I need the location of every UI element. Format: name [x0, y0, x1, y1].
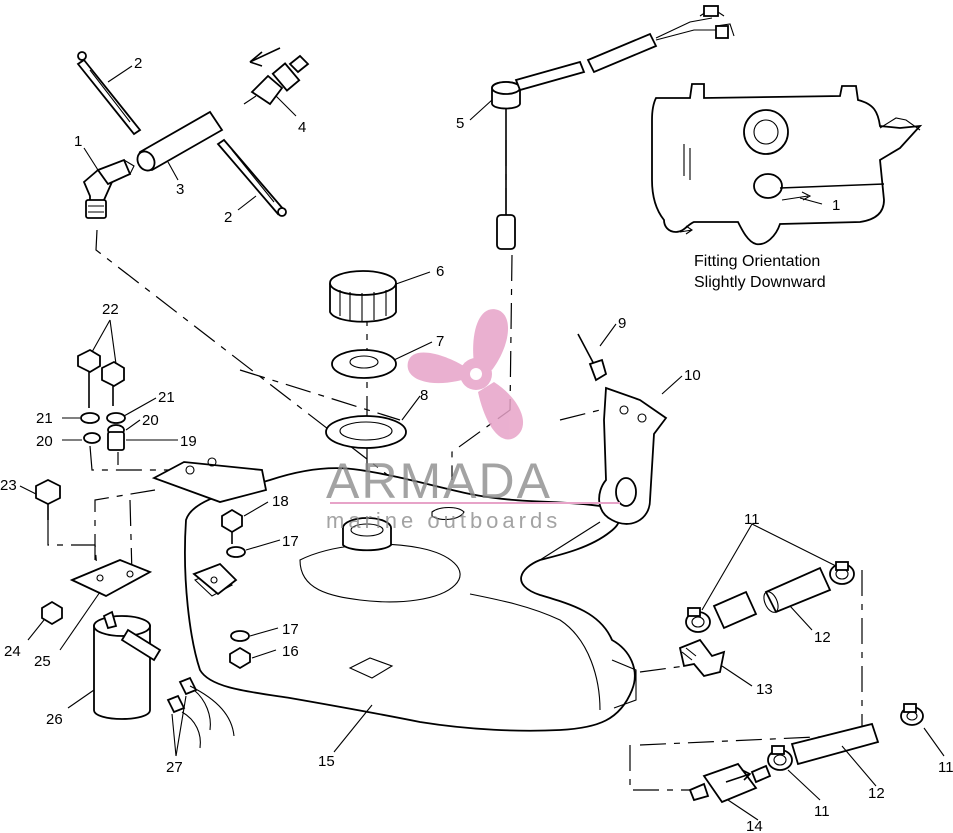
callout-23: 23: [0, 477, 17, 494]
spacer-19: [107, 431, 125, 451]
nut-16: [229, 646, 251, 670]
lockwasher-20a: [83, 432, 101, 444]
tank-bracket: [598, 386, 668, 525]
callout-27: 27: [166, 759, 183, 776]
assembly-leader-lines: [47, 140, 863, 791]
fuel-tank: [184, 467, 637, 732]
callout-8: 8: [420, 387, 428, 404]
hose-segment-b: [763, 566, 832, 614]
callout-20-left: 20: [36, 433, 53, 450]
watermark-brand: ARMADA: [326, 453, 552, 509]
callout-4: 4: [298, 119, 306, 136]
armada-watermark: ARMADA marine outboards: [326, 309, 620, 533]
callout-19: 19: [180, 433, 197, 450]
elbow-fitting-13: [678, 638, 726, 678]
tank-tab-left: [192, 562, 238, 596]
propeller-logo-icon: [407, 309, 524, 440]
callout-labels: 1 2 2 3 4 5 6 7 8 9 10 11 11 11 11 12 12…: [0, 55, 953, 833]
callout-25: 25: [34, 653, 51, 670]
bolt-18: [221, 508, 243, 544]
hose-clamp-11d: [767, 745, 793, 771]
washer-17b: [230, 630, 250, 642]
callout-pointers: [19, 65, 945, 821]
callout-1: 1: [74, 133, 82, 150]
fuel-sender: [491, 5, 735, 250]
neck-gasket: [325, 415, 407, 449]
inset-caption-line2: Slightly Downward: [694, 274, 826, 291]
hose-clamp-11a: [685, 607, 711, 633]
callout-13: 13: [756, 681, 773, 698]
callout-11-right: 11: [938, 759, 953, 776]
callout-15: 15: [318, 753, 335, 770]
elbow-fitting: [82, 158, 135, 219]
washer-21a: [80, 412, 100, 424]
inset-fitting-orientation: [651, 83, 923, 246]
callout-2-upper: 2: [134, 55, 142, 72]
washer-21b: [106, 412, 126, 424]
hose-clamp-upper: [76, 51, 142, 136]
fuel-filter-canister: [93, 610, 162, 720]
vent-valve: [577, 333, 608, 382]
callout-18: 18: [272, 493, 289, 510]
cap-gasket: [331, 349, 397, 379]
filter-plate: [69, 559, 153, 598]
callout-7: 7: [436, 333, 444, 350]
nut-24: [41, 600, 63, 626]
callout-5: 5: [456, 115, 464, 132]
fittings-27: [166, 676, 235, 749]
callout-9: 9: [618, 315, 626, 332]
callout-26: 26: [46, 711, 63, 728]
watermark-sub: marine outboards: [326, 508, 561, 533]
bolt-22a: [77, 348, 101, 408]
callout-16: 16: [282, 643, 299, 660]
callout-3: 3: [176, 181, 184, 198]
callout-20-right: 20: [142, 412, 159, 429]
callout-17-lower: 17: [282, 621, 299, 638]
bolt-23: [35, 478, 61, 520]
inline-fuel-filter-14: [688, 762, 772, 804]
hose-clamp-11c: [900, 703, 924, 726]
bolt-22b: [101, 360, 125, 406]
callout-22: 22: [102, 301, 119, 318]
fuel-cap: [329, 270, 397, 323]
callout-11-lower: 11: [814, 803, 830, 820]
callout-17-upper: 17: [282, 533, 299, 550]
callout-inset-1: 1: [832, 197, 840, 214]
callout-10: 10: [684, 367, 701, 384]
mount-bracket: [151, 457, 268, 503]
fuel-hose-short: [136, 110, 224, 172]
callout-12-upper: 12: [814, 629, 831, 646]
hose-clamp-11b: [829, 561, 855, 585]
inset-caption-line1: Fitting Orientation: [694, 253, 820, 270]
callout-6: 6: [436, 263, 444, 280]
callout-21-left: 21: [36, 410, 53, 427]
callout-14: 14: [746, 818, 763, 833]
fuel-line-12: [790, 722, 880, 766]
callout-11-upper: 11: [744, 511, 760, 528]
callout-21-right: 21: [158, 389, 175, 406]
hose-segment-a: [712, 590, 758, 630]
hose-clamp-lower: [216, 138, 287, 217]
filler-neck: [342, 517, 392, 552]
washer-17a: [226, 546, 246, 558]
callout-24: 24: [4, 643, 21, 660]
callout-12-lower: 12: [868, 785, 885, 802]
check-valve: [243, 47, 310, 106]
callout-2-lower: 2: [224, 209, 232, 226]
inset-caption: Fitting Orientation Slightly Downward: [694, 253, 826, 291]
